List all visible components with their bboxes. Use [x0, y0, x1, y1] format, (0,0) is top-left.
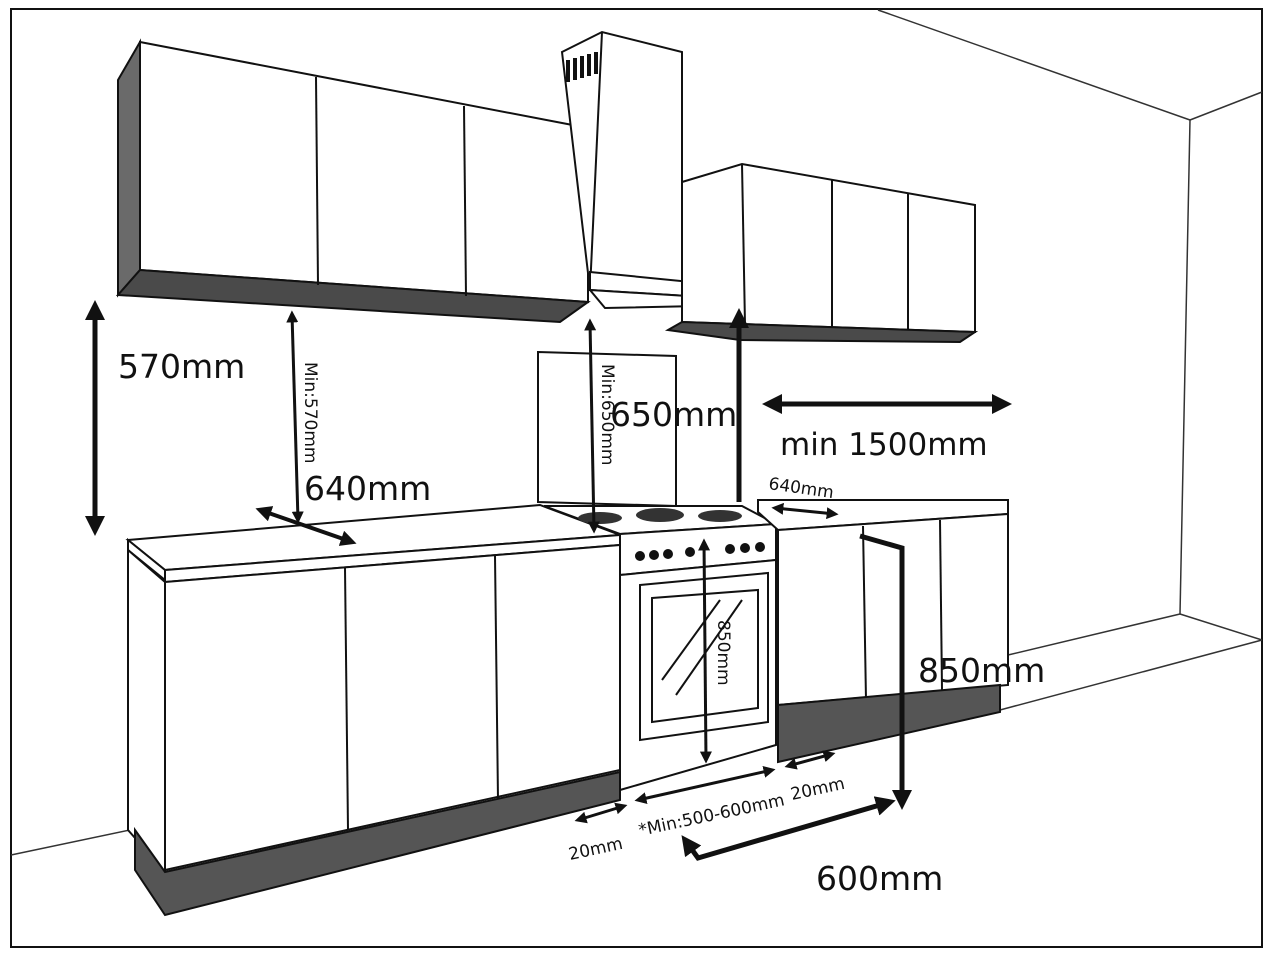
label-min-570: Min:570mm — [300, 362, 320, 463]
hood-vent-slots — [566, 52, 598, 82]
label-left-counter-depth: 640mm — [304, 469, 431, 508]
dimension-arrows — [85, 300, 1012, 861]
label-floor-depth: 600mm — [816, 859, 943, 898]
room-walls — [10, 9, 1263, 856]
label-cabinet-height: 850mm — [918, 651, 1045, 690]
base-cabinets-left — [125, 503, 621, 917]
label-wall-cabinet-height: 570mm — [118, 347, 245, 386]
label-min-1500: min 1500mm — [780, 427, 988, 463]
stove-knobs — [635, 542, 765, 561]
wall-cabinets-left — [115, 38, 591, 324]
label-stove-height: 850mm — [713, 620, 733, 686]
label-hood-height: 650mm — [610, 395, 737, 434]
label-min-650: Min:650mm — [597, 364, 617, 465]
stove — [543, 505, 780, 792]
chimney-hood — [560, 30, 755, 310]
